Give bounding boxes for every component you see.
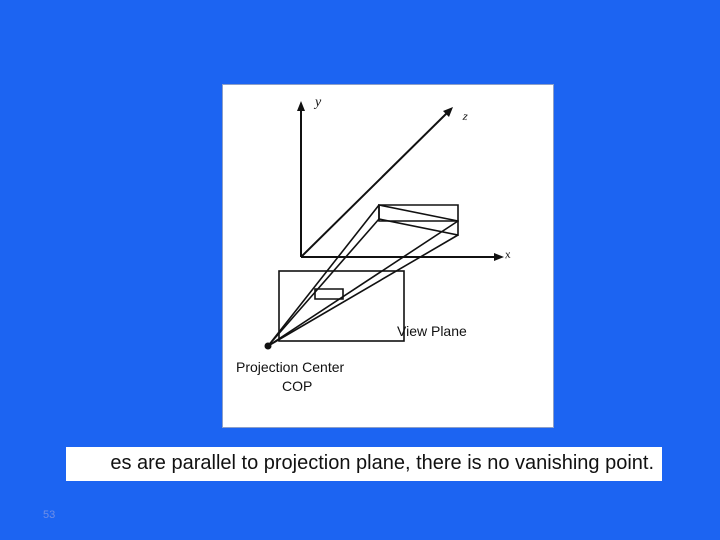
projector-line [267,218,380,347]
projection-center-label: Projection Center [236,359,345,375]
z-axis-line [300,110,450,258]
caption-text: es are parallel to projection plane, the… [110,452,654,474]
projector-line [267,234,459,347]
projected-face [314,288,344,300]
z-axis-arrowhead [443,107,453,117]
cop-point [264,342,272,350]
x-axis-arrowhead [494,253,504,261]
projector-line [267,220,459,347]
projector-line [267,204,380,347]
view-plane-label: View Plane [397,323,467,339]
y-axis-label: y [315,95,322,110]
caption-bar: es are parallel to projection plane, the… [0,447,662,483]
view-plane-rect [278,270,405,342]
page-number: 53 [43,509,56,521]
caption-highlight [66,447,662,481]
cop-label: COP [282,378,313,394]
y-axis-arrowhead [297,101,305,111]
projection-diagram [264,101,504,350]
projection-figure: y z x View Plane Projection Center COP [222,84,554,428]
object-face [378,204,459,236]
